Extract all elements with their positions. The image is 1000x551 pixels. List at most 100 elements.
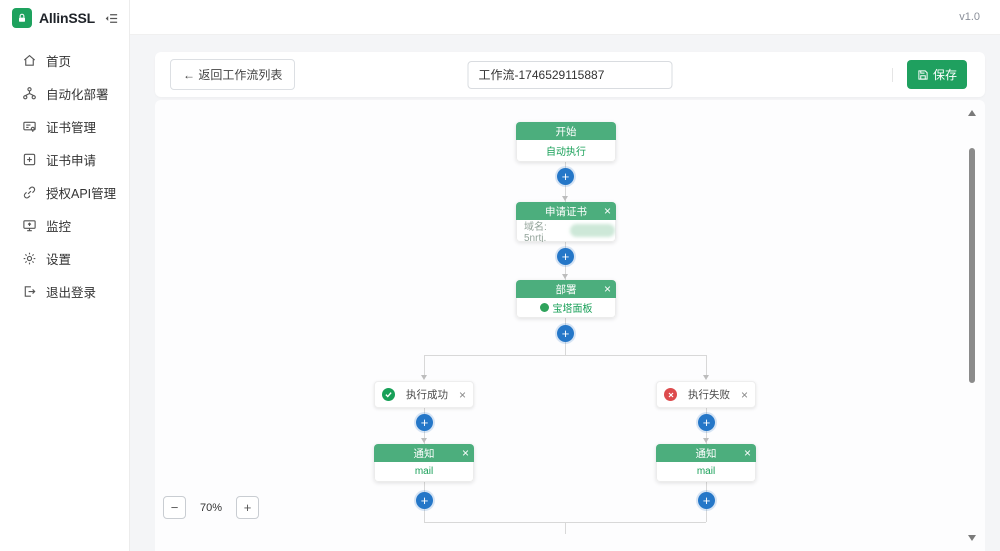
arrow-down-icon xyxy=(562,196,568,201)
connector-line xyxy=(565,522,566,534)
add-node-button[interactable]: + xyxy=(557,325,574,342)
save-icon xyxy=(918,69,928,80)
sidebar-item-label: 设置 xyxy=(46,253,72,267)
sidebar-item-cert-apply[interactable]: 证书申请 xyxy=(0,143,129,176)
zoom-in-button[interactable]: + xyxy=(236,496,260,519)
back-to-list-button[interactable]: ← 返回工作流列表 xyxy=(170,59,296,90)
save-area: 保存 xyxy=(891,60,967,89)
arrow-down-icon xyxy=(703,375,709,380)
node-notify-header: 通知 × xyxy=(656,444,756,462)
arrow-down-icon xyxy=(421,438,427,443)
save-button-label: 保存 xyxy=(932,68,957,82)
success-check-icon xyxy=(382,388,395,401)
sidebar: AllinSSL 首页 自动化部署 证书管理 证书申请 xyxy=(0,0,130,551)
workflow-name-input[interactable] xyxy=(467,60,673,89)
close-icon[interactable]: × xyxy=(603,282,611,296)
zoom-controls: − 70% + xyxy=(163,496,260,519)
sidebar-item-auto-deploy[interactable]: 自动化部署 xyxy=(0,77,129,110)
sidebar-item-label: 证书管理 xyxy=(46,121,97,135)
connector-line xyxy=(706,355,707,377)
branch-label: 执行成功 xyxy=(405,389,448,401)
sidebar-item-label: 证书申请 xyxy=(46,154,97,168)
plus-square-icon xyxy=(22,152,37,167)
node-title: 通知 xyxy=(413,447,435,460)
certificate-icon xyxy=(22,119,37,134)
node-notify-body: mail xyxy=(656,462,756,482)
node-title: 申请证书 xyxy=(545,205,587,218)
sidebar-item-label: 授权API管理 xyxy=(46,187,117,201)
node-title: 通知 xyxy=(695,447,717,460)
add-node-button[interactable]: + xyxy=(698,414,715,431)
sidebar-item-settings[interactable]: 设置 xyxy=(0,242,129,275)
sidebar-item-monitor[interactable]: 监控 xyxy=(0,209,129,242)
top-header: v1.0 xyxy=(130,0,1000,35)
close-icon[interactable]: × xyxy=(743,446,751,460)
sidebar-item-api-manage[interactable]: 授权API管理 xyxy=(0,176,129,209)
main-area: v1.0 ← 返回工作流列表 保存 xyxy=(130,0,1000,551)
logout-icon xyxy=(22,284,37,299)
vertical-scrollbar xyxy=(967,106,977,545)
add-node-button[interactable]: + xyxy=(557,248,574,265)
sidebar-item-label: 首页 xyxy=(46,55,72,69)
zoom-out-button[interactable]: − xyxy=(163,496,186,519)
node-exec-failure[interactable]: 执行失败 × xyxy=(656,381,756,408)
sidebar-item-label: 退出登录 xyxy=(46,286,97,300)
branch-label: 执行失败 xyxy=(687,389,730,401)
node-title: 部署 xyxy=(555,283,577,296)
gear-icon xyxy=(22,251,37,266)
node-deploy[interactable]: 部署 × 宝塔面板 xyxy=(516,280,616,318)
node-apply-cert-body: 域名: 5nrtj. xyxy=(516,220,616,242)
node-start[interactable]: 开始 自动执行 xyxy=(516,122,616,162)
monitor-icon xyxy=(22,218,37,233)
save-button[interactable]: 保存 xyxy=(906,60,967,89)
node-apply-cert-header: 申请证书 × xyxy=(516,202,616,220)
app-title: AllinSSL xyxy=(39,10,95,26)
node-start-header: 开始 xyxy=(516,122,616,140)
node-notify-success[interactable]: 通知 × mail xyxy=(374,444,474,482)
node-title: 开始 xyxy=(555,125,577,138)
deploy-target-text: 宝塔面板 xyxy=(552,304,593,315)
home-icon xyxy=(22,53,37,68)
logo-row: AllinSSL xyxy=(0,0,129,36)
arrow-down-icon xyxy=(421,375,427,380)
arrow-down-icon xyxy=(703,438,709,443)
content-area: ← 返回工作流列表 保存 xyxy=(130,35,1000,551)
sidebar-item-label: 自动化部署 xyxy=(46,88,109,102)
add-node-button[interactable]: + xyxy=(416,492,433,509)
close-icon[interactable]: × xyxy=(603,204,611,218)
workflow-canvas[interactable]: 开始 自动执行 + 申请证书 × 域名: 5nrtj. + xyxy=(155,100,985,551)
branch-split-line xyxy=(424,355,706,356)
sidebar-item-cert-manage[interactable]: 证书管理 xyxy=(0,110,129,143)
arrow-down-icon xyxy=(562,274,568,279)
node-exec-success[interactable]: 执行成功 × xyxy=(374,381,474,408)
close-icon[interactable]: × xyxy=(458,387,466,402)
close-icon[interactable]: × xyxy=(740,387,748,402)
lock-logo-icon xyxy=(12,8,32,28)
domain-text: 域名: 5nrtj. xyxy=(524,221,547,243)
sidebar-item-home[interactable]: 首页 xyxy=(0,44,129,77)
menu-fold-icon[interactable] xyxy=(104,11,119,26)
node-apply-cert[interactable]: 申请证书 × 域名: 5nrtj. xyxy=(516,202,616,242)
sidebar-item-logout[interactable]: 退出登录 xyxy=(0,275,129,308)
redacted-domain xyxy=(569,224,615,237)
scrollbar-thumb[interactable] xyxy=(969,148,975,383)
link-icon xyxy=(22,185,37,200)
node-notify-failure[interactable]: 通知 × mail xyxy=(656,444,756,482)
failure-cross-icon xyxy=(664,388,677,401)
scroll-down-arrow-icon[interactable] xyxy=(968,535,976,541)
workflow-icon xyxy=(22,86,37,101)
add-node-button[interactable]: + xyxy=(557,168,574,185)
add-node-button[interactable]: + xyxy=(698,492,715,509)
scroll-up-arrow-icon[interactable] xyxy=(968,110,976,116)
connector-line xyxy=(424,355,425,377)
zoom-level-label: 70% xyxy=(200,501,223,514)
node-notify-body: mail xyxy=(374,462,474,482)
sidebar-item-label: 监控 xyxy=(46,220,72,234)
add-node-button[interactable]: + xyxy=(416,414,433,431)
node-start-body: 自动执行 xyxy=(516,140,616,162)
node-deploy-body: 宝塔面板 xyxy=(516,298,616,318)
node-notify-header: 通知 × xyxy=(374,444,474,462)
close-icon[interactable]: × xyxy=(461,446,469,460)
workflow-toolbar: ← 返回工作流列表 保存 xyxy=(155,52,985,97)
